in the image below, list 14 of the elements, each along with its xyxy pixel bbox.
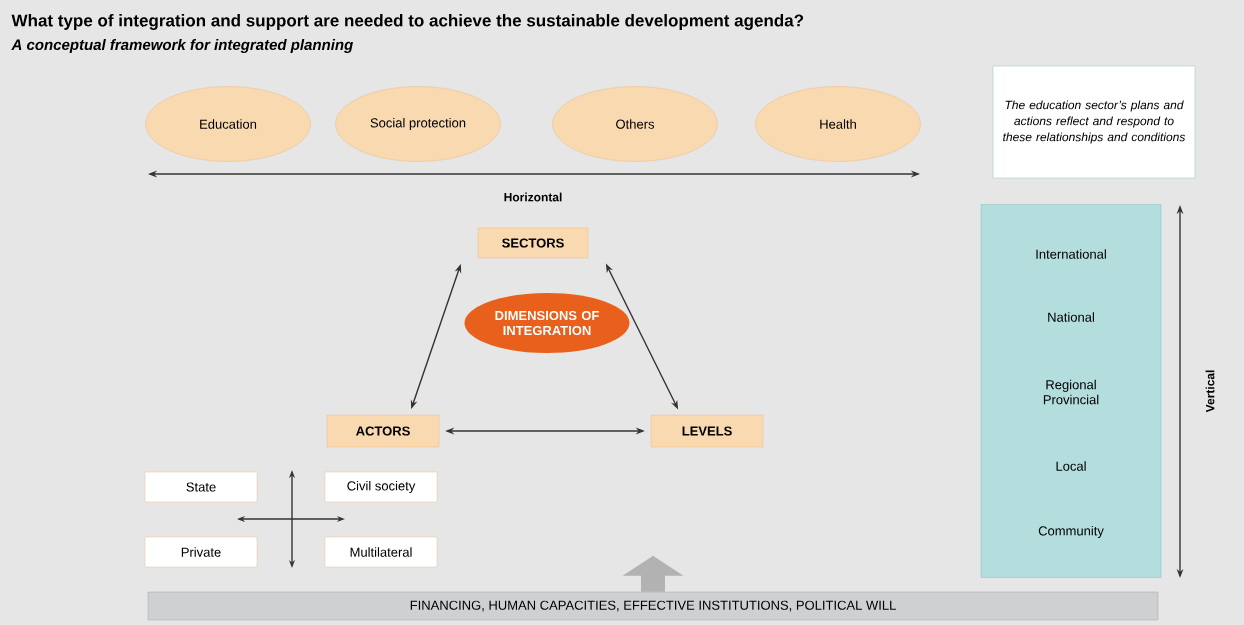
dimension-box: SECTORS [477,227,589,259]
actor-box: Civil society [324,471,438,503]
note-box: The education sector’s plans and actions reflect and respond to these relationships and conditions [992,65,1196,179]
foundation-bar: FINANCING, HUMAN CAPACITIES, EFFECTIVE INSTITUTIONS, POLITICAL WILL [147,591,1159,621]
dimension-box: LEVELS [650,414,764,448]
title: What type of integration and support are needed to achieve the sustainable development agenda? [11,14,804,30]
levels-panel: International National Regional Provincial Local Community [980,204,1162,578]
actor-box: Multilateral [324,536,438,568]
subtitle: A conceptual framework for integrated planning [11,39,353,53]
actor-box: Private [144,536,258,568]
dimension-box: ACTORS [326,414,440,448]
axis-label: Horizontal [504,192,562,202]
axis-label: Vertical [1205,370,1215,413]
actor-box: State [144,471,258,503]
